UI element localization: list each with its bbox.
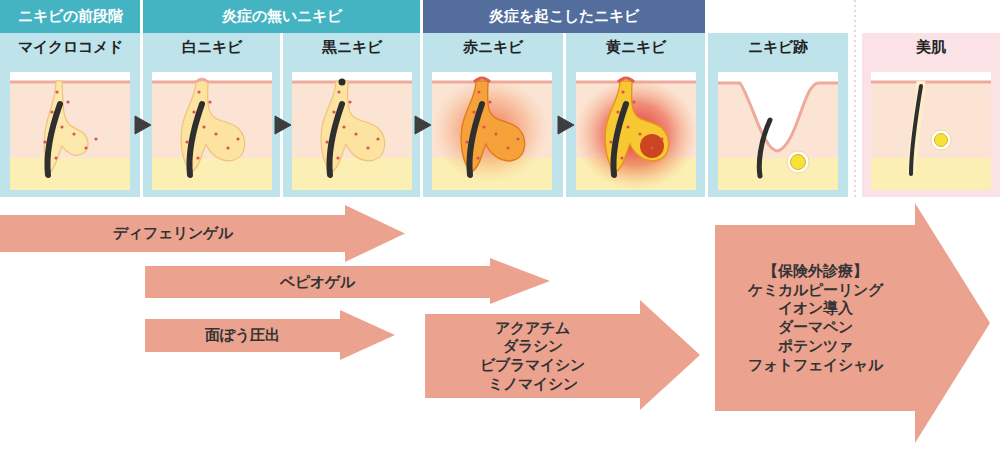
treatment-label: アクアチム	[495, 319, 570, 338]
text-group: マイクロコメド	[0, 33, 140, 57]
treatment-label: ダラシン	[503, 337, 563, 356]
art-circle	[931, 130, 951, 150]
text-group: 黒ニキビ	[283, 33, 420, 57]
text-group: 黄ニキビ	[566, 33, 705, 57]
treatment-label: ミノマイシン	[488, 375, 578, 394]
art-ellipse	[576, 78, 696, 190]
whitehead-illustration	[152, 72, 272, 190]
art-use	[614, 104, 627, 175]
stage-label: マイクロコメド	[18, 38, 123, 57]
stage-header-band: 炎症を起こしたニキビ	[423, 0, 705, 33]
text-group: 赤ニキビ	[423, 33, 563, 57]
treatment-label: ディフェリンゲル	[113, 224, 233, 243]
treatment-label: ポテンツァ	[778, 337, 853, 356]
art-use	[871, 72, 991, 190]
art-ellipse	[432, 78, 548, 182]
art-path	[718, 72, 838, 150]
treatment-arrow: アクアチムダラシンビブラマイシンミノマイシン	[425, 300, 700, 410]
progression-arrow	[135, 116, 151, 134]
treatment-label: 【保険外診療】	[763, 262, 868, 281]
clear-skin-illustration	[871, 72, 991, 190]
stage-label: 黒ニキビ	[322, 38, 382, 57]
treatment-arrow: ベピオゲル	[145, 258, 550, 304]
art-rect	[718, 158, 838, 190]
treatment-arrow: 面ぽう圧出	[145, 310, 395, 360]
art-circle	[339, 79, 346, 86]
art-path	[196, 79, 208, 82]
treatment-arrow: 【保険外診療】ケミカルピーリングイオン導入ダーマペンポテンツァフォトフェイシャル	[715, 203, 990, 443]
text-group: 美肌	[862, 33, 1000, 57]
art-path	[474, 78, 490, 82]
progression-arrow	[558, 116, 574, 134]
art-use	[432, 72, 552, 190]
arrow-outline	[145, 310, 395, 360]
header-text: ニキビの前段階	[18, 7, 123, 26]
text-group: 面ぽう圧出	[145, 319, 340, 352]
treatment-label: ケミカルピーリング	[748, 281, 883, 300]
arrow-outline	[715, 203, 990, 443]
arrow-outline	[145, 258, 550, 304]
art-circle	[787, 151, 809, 173]
stage-label: 美肌	[916, 38, 946, 57]
arrow-outline	[0, 205, 405, 262]
yellow-acne-illustration	[576, 72, 696, 190]
text-group: ディフェリンゲル	[0, 215, 345, 252]
arrow-outline	[425, 300, 700, 410]
treatment-label: ビブラマイシン	[480, 356, 585, 375]
progression-arrow	[415, 116, 431, 134]
blackhead-illustration	[292, 72, 412, 190]
arrow-shape	[715, 203, 990, 443]
microcomedo-illustration	[10, 72, 130, 190]
header-text: 炎症を起こしたニキビ	[489, 7, 639, 26]
art-path	[618, 78, 634, 82]
header-text: 炎症の無いニキビ	[222, 7, 342, 26]
art-use	[10, 72, 130, 190]
acne-scar-illustration	[718, 72, 838, 190]
stage-label: ニキビ跡	[748, 38, 808, 57]
art-circle	[791, 155, 806, 170]
treatment-label: 面ぽう圧出	[205, 326, 280, 345]
text-group: ニキビの前段階	[0, 0, 140, 33]
treatment-arrow: ディフェリンゲル	[0, 205, 405, 262]
text-group: 炎症の無いニキビ	[143, 0, 420, 33]
art-use	[292, 72, 412, 190]
art-path	[718, 83, 838, 151]
treatment-label: ベピオゲル	[280, 273, 355, 292]
art-use	[330, 104, 343, 175]
stage-label: 白ニキビ	[182, 38, 242, 57]
stage-label: 赤ニキビ	[463, 38, 523, 57]
text-group: 炎症を起こしたニキビ	[423, 0, 705, 33]
divider-line	[854, 0, 855, 200]
text-group: アクアチムダラシンビブラマイシンミノマイシン	[425, 314, 640, 398]
stage-header-band: 炎症の無いニキビ	[143, 0, 420, 33]
treatment-label: イオン導入	[778, 299, 853, 318]
art-circle	[640, 134, 664, 158]
art-path	[759, 120, 770, 176]
art-use	[190, 104, 203, 175]
text-group: ベピオゲル	[145, 266, 490, 298]
art-use	[48, 104, 61, 175]
art-circle	[935, 134, 948, 147]
stage-label: 黄ニキビ	[606, 38, 666, 57]
text-group: 白ニキビ	[143, 33, 280, 57]
text-group: ニキビ跡	[708, 33, 848, 57]
stage-header-band: ニキビの前段階	[0, 0, 140, 33]
art-rect	[718, 72, 838, 190]
art-use	[470, 104, 483, 175]
art-use	[152, 72, 272, 190]
red-acne-illustration	[432, 72, 552, 190]
art-path	[911, 86, 921, 174]
progression-arrow	[275, 116, 291, 134]
arrow-shape	[425, 300, 700, 410]
treatment-label: フォトフェイシャル	[748, 356, 883, 375]
treatment-label: ダーマペン	[778, 318, 853, 337]
text-group: 【保険外診療】ケミカルピーリングイオン導入ダーマペンポテンツァフォトフェイシャル	[715, 225, 915, 411]
